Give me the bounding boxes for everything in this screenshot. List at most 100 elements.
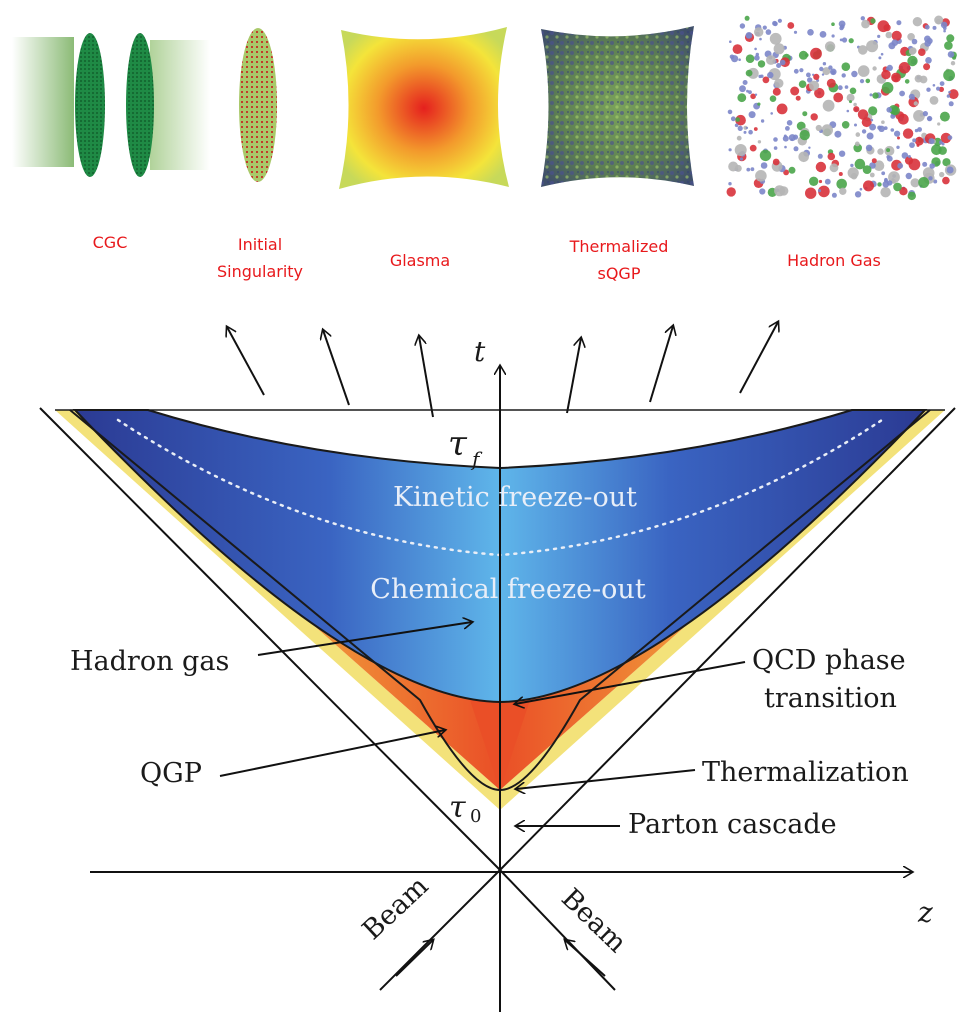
particle-dot	[928, 138, 935, 145]
particle-dot	[776, 63, 782, 68]
initial-singularity-illustration	[239, 28, 277, 182]
particle-dot	[808, 80, 820, 91]
glasma-square-icon	[339, 27, 509, 189]
particle-dot	[841, 62, 851, 71]
particle-dot	[887, 180, 893, 186]
particle-dot	[890, 128, 895, 132]
particle-dot	[877, 20, 890, 33]
particle-dot	[798, 50, 808, 60]
particle-dot	[853, 102, 857, 107]
particle-dot	[881, 120, 885, 124]
particle-dot	[908, 93, 915, 100]
particle-dot	[745, 54, 755, 63]
particle-dot	[861, 117, 872, 128]
particle-dot	[933, 179, 938, 184]
particle-dot	[757, 140, 762, 144]
light-cone-right	[499, 407, 956, 871]
particle-dot	[777, 18, 783, 23]
particle-dot	[753, 127, 758, 131]
particle-dot	[744, 15, 750, 21]
particle-dot	[748, 129, 753, 135]
particle-dot	[925, 57, 932, 64]
particle-dot	[870, 118, 874, 122]
particle-dot	[881, 82, 894, 94]
particle-dot	[853, 143, 862, 153]
particle-dot	[793, 30, 798, 34]
particle-dot	[754, 55, 760, 61]
beam-left-arrow	[395, 940, 433, 977]
particle-dot	[866, 132, 874, 140]
particle-dot	[757, 102, 761, 106]
particle-dot	[888, 171, 900, 184]
particle-dot	[814, 87, 825, 99]
particle-dot	[936, 86, 941, 91]
particle-dot	[809, 176, 819, 186]
particle-dot	[760, 162, 768, 169]
particle-dot	[851, 70, 858, 78]
particle-dot	[831, 192, 837, 198]
particle-dot	[939, 171, 945, 178]
particle-dot	[841, 73, 846, 78]
particle-dot	[896, 145, 900, 149]
particle-dot	[923, 63, 931, 71]
particle-dot	[944, 41, 953, 50]
particle-dot	[774, 78, 784, 89]
beam-right-label: Beam	[555, 883, 632, 959]
particle-dot	[839, 38, 843, 42]
particle-dot	[863, 180, 874, 192]
particle-dot	[932, 25, 937, 30]
particle-dot	[828, 65, 833, 70]
particle-dot	[838, 172, 843, 176]
parton-cascade-label: Parton cascade	[628, 809, 837, 840]
particle-dot	[759, 188, 766, 195]
particle-dot	[739, 23, 746, 29]
sqgp-illustration	[541, 26, 694, 187]
particle-dot	[877, 182, 882, 187]
particle-dot	[748, 111, 756, 119]
particle-dot	[822, 67, 831, 76]
particle-dot	[865, 78, 871, 84]
particle-dot	[819, 31, 827, 38]
particle-dot	[947, 51, 955, 58]
particle-dot	[913, 101, 918, 106]
thermalization-label: Thermalization	[702, 757, 909, 788]
particle-dot	[798, 80, 807, 88]
particle-dot	[868, 106, 878, 116]
particle-dot	[726, 187, 736, 197]
particle-dot	[813, 73, 820, 80]
particle-dot	[765, 29, 772, 35]
arrow-up-icon	[227, 327, 265, 396]
particle-dot	[847, 167, 859, 179]
particle-dot	[735, 117, 740, 122]
glasma-illustration	[339, 27, 509, 189]
particle-dot	[950, 61, 956, 66]
particle-dot	[821, 73, 825, 76]
particle-dot	[815, 161, 827, 173]
particle-dot	[836, 178, 847, 190]
particle-dot	[776, 103, 788, 115]
particle-dot	[769, 32, 782, 45]
particle-dot	[750, 93, 756, 100]
particle-dot	[815, 124, 822, 132]
qgp-arrow	[219, 730, 445, 777]
particle-dot	[927, 116, 932, 121]
particle-dot	[833, 92, 844, 103]
particle-dot	[802, 111, 808, 117]
particle-dot	[886, 148, 891, 153]
kinetic-freeze-out-label: Kinetic freeze-out	[393, 482, 637, 513]
tau-0-label: τ	[449, 790, 466, 825]
particle-dot	[857, 65, 870, 77]
particle-dot	[745, 32, 753, 39]
particle-dot	[904, 79, 910, 84]
particle-dot	[827, 152, 836, 161]
stage-label-singularity: Singularity	[217, 262, 303, 281]
particle-dot	[855, 132, 861, 137]
particle-dot	[913, 110, 925, 122]
particle-dot	[846, 93, 855, 102]
particle-dot	[728, 182, 732, 186]
particle-dot	[807, 29, 814, 36]
particle-dot	[788, 166, 796, 174]
particle-dot	[799, 68, 804, 73]
particle-dot	[759, 149, 772, 162]
cgc-illustration	[12, 33, 210, 177]
